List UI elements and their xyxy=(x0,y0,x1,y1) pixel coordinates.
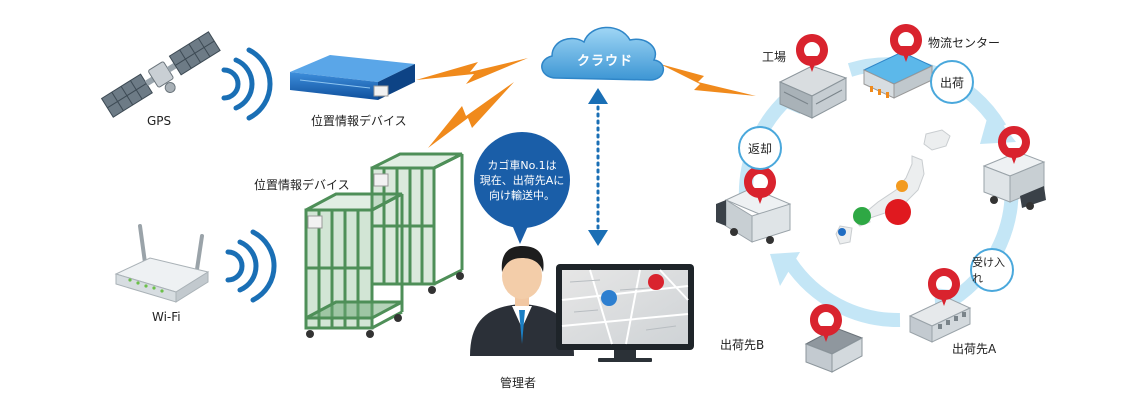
manager-avatar-icon xyxy=(470,246,574,356)
gps-signal-icon xyxy=(221,47,273,121)
wifi-router-icon xyxy=(114,224,210,303)
device-top-label: 位置情報デバイス xyxy=(311,114,407,128)
destination-b-warehouse-icon xyxy=(804,327,864,373)
receive-badge: 受け入れ xyxy=(970,248,1014,292)
satellite-icon xyxy=(100,31,221,118)
destination-b-label: 出荷先B xyxy=(720,338,765,352)
factory-icon xyxy=(778,65,848,119)
cloud-label: クラウド xyxy=(576,54,633,69)
lightning-icon xyxy=(416,58,756,148)
cloud-icon xyxy=(541,26,664,81)
region-markers xyxy=(838,180,911,236)
sync-arrow-icon xyxy=(588,88,608,246)
destination-a-building-icon xyxy=(908,297,972,343)
japan-map-icon xyxy=(835,129,951,245)
factory-label: 工場 xyxy=(762,50,787,64)
cart-wheels xyxy=(306,272,464,338)
roll-cage-cart-icon xyxy=(304,152,464,330)
return-badge: 返却 xyxy=(738,126,782,170)
shipping-badge: 出荷 xyxy=(930,60,974,104)
truck-left-icon xyxy=(716,187,792,244)
gps-label: GPS xyxy=(147,114,172,128)
manager-label: 管理者 xyxy=(500,376,537,390)
map-pin-icons xyxy=(744,24,1030,342)
location-device-icon xyxy=(290,55,415,100)
wifi-label: Wi-Fi xyxy=(152,310,181,324)
speech-bubble-text: カゴ車No.1は 現在、出荷先Aに 向け輸送中。 xyxy=(479,159,565,202)
speech-bubble-shape xyxy=(474,132,570,244)
wifi-signal-icon xyxy=(225,229,277,303)
monitor-map-icon xyxy=(556,264,694,362)
destination-a-label: 出荷先A xyxy=(952,342,997,356)
logistics-center-icon xyxy=(862,51,934,99)
device-cart-label: 位置情報デバイス xyxy=(254,178,350,192)
logistics-center-label: 物流センター xyxy=(928,36,1001,50)
